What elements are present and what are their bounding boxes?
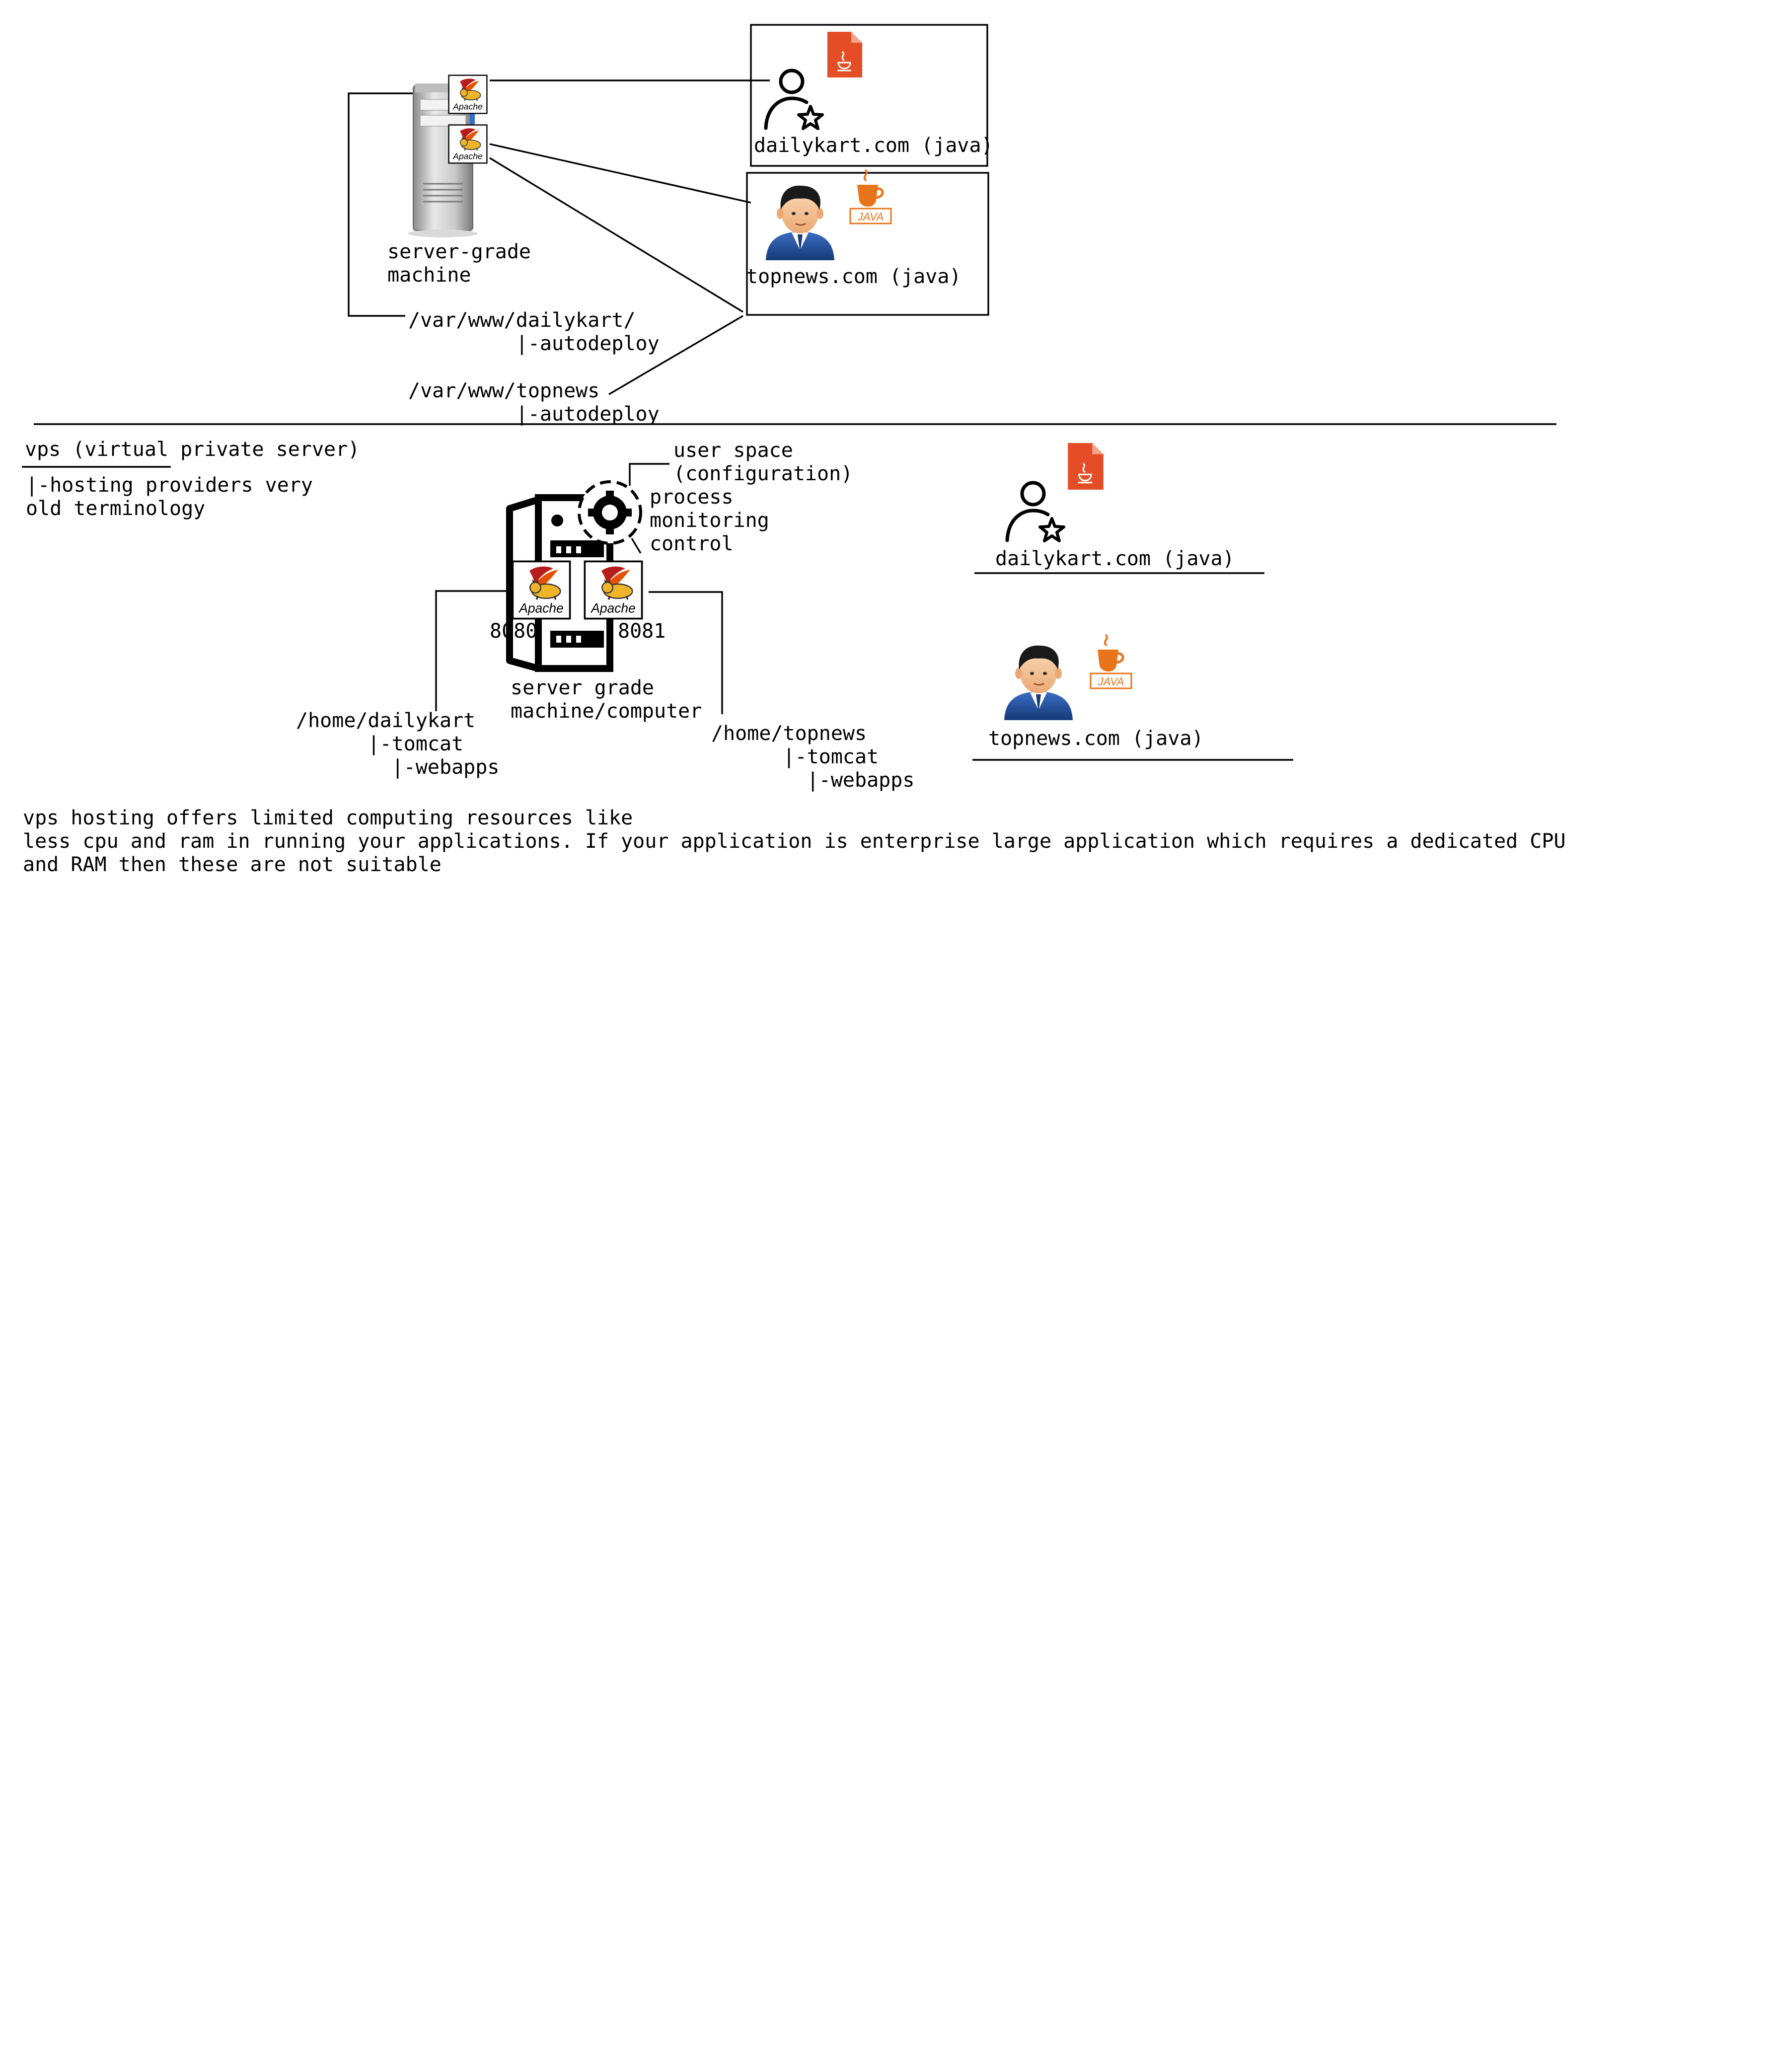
vps-topnews-path: /home/topnews |-tomcat |-webapps — [711, 722, 915, 792]
connector-server-to-dailykart-path — [348, 92, 446, 317]
vps-topnews-label: topnews.com (java) — [988, 727, 1204, 750]
vps-dailykart-label: dailykart.com (java) — [995, 547, 1235, 570]
top-topnews-path: /var/www/topnews |-autodeploy — [408, 379, 660, 426]
connector-tomcat2-to-topnews-box — [489, 157, 743, 313]
user-star-icon — [1007, 483, 1064, 541]
java-logo-icon — [850, 170, 891, 223]
tomcat-logo-icon — [585, 561, 642, 618]
dailykart-site-box — [750, 24, 988, 167]
top-topnews-label: topnews.com (java) — [746, 265, 961, 288]
footer-note: vps hosting offers limited computing res… — [23, 807, 1566, 876]
connector-left-home — [435, 590, 513, 711]
tomcat-logo-icon — [448, 74, 488, 114]
vps-title: vps (virtual private server) — [25, 438, 360, 461]
gear-icon — [578, 480, 642, 545]
vps-dailykart-path: /home/dailykart |-tomcat |-webapps — [296, 709, 500, 779]
java-file-icon — [827, 32, 862, 77]
tomcat-logo-icon — [448, 124, 488, 164]
connector-gear-process — [631, 538, 642, 554]
port-8080-label: 8080 — [490, 620, 538, 643]
businessman-icon — [1003, 645, 1074, 720]
connector-topnews-path — [608, 315, 743, 395]
tomcat-logo-icon — [512, 560, 571, 620]
connector-tomcat2-to-topnews — [489, 143, 751, 204]
top-dailykart-path: /var/www/dailykart/ |-autodeploy — [408, 309, 660, 355]
top-dailykart-label: dailykart.com (java) — [754, 134, 993, 157]
port-8081-label: 8081 — [618, 620, 666, 643]
java-file-icon — [1068, 443, 1104, 490]
java-logo-icon — [1091, 635, 1131, 688]
user-star-icon — [766, 71, 822, 129]
connector-right-home — [649, 591, 723, 714]
businessman-icon — [765, 185, 835, 260]
connector-userspace — [629, 463, 669, 486]
user-space-label: user space(configuration) — [673, 439, 853, 485]
